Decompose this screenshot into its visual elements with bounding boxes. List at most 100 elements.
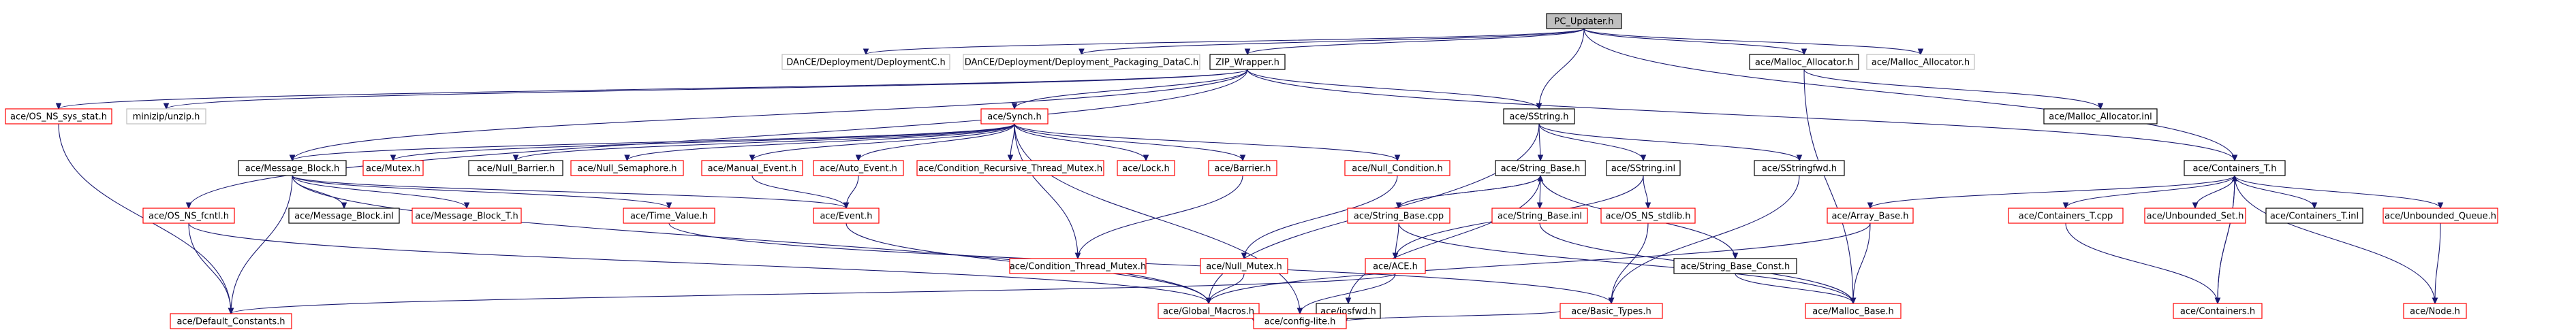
node-global-macros[interactable]: ace/Global_Macros.h [1158,303,1260,319]
edge-line [515,123,1015,161]
node-null-semaphore[interactable]: ace/Null_Semaphore.h [570,160,684,176]
node-label: ace/Lock.h [1122,164,1170,174]
node-message-block-inl[interactable]: ace/Message_Block.inl [288,208,400,224]
edge-containers-t-h-to-node [2234,175,2438,305]
edge-synch-to-lock [1014,123,1149,162]
node-containers-h[interactable]: ace/Containers.h [2173,303,2263,319]
edge-line [1583,28,1921,55]
node-synch[interactable]: ace/Synch.h [980,108,1049,125]
node-malloc-allocator-inl[interactable]: ace/Malloc_Allocator.inl [2043,108,2158,125]
node-containers-t-cpp[interactable]: ace/Containers_T.cpp [2008,208,2124,224]
node-cond-thread-mutex[interactable]: ace/Condition_Thread_Mutex.h [1009,258,1147,274]
node-event[interactable]: ace/Event.h [813,208,880,224]
node-string-base-cpp[interactable]: ace/String_Base.cpp [1347,208,1450,224]
node-sstringfwd[interactable]: ace/SStringfwd.h [1754,160,1845,176]
node-deploymentc[interactable]: DAnCE/Deployment/DeploymentC.h [781,54,950,70]
node-label: ace/String_Base.h [1501,164,1581,174]
edge-unbounded-queue-to-node [2432,222,2441,305]
node-lock[interactable]: ace/Lock.h [1117,160,1175,176]
node-string-base-const[interactable]: ace/String_Base_Const.h [1673,258,1797,274]
node-time-value[interactable]: ace/Time_Value.h [623,208,715,224]
node-containers-t-h[interactable]: ace/Containers_T.h [2184,160,2286,176]
edge-arrowhead [1239,154,1246,162]
node-null-mutex[interactable]: ace/Null_Mutex.h [1200,258,1288,274]
node-ace-h[interactable]: ace/ACE.h [1365,258,1426,274]
node-os-ns-stdlib[interactable]: ace/OS_NS_stdlib.h [1600,208,1696,224]
node-null-condition[interactable]: ace/Null_Condition.h [1344,160,1450,176]
edge-zip-wrapper-to-synch [1011,69,1248,110]
node-null-barrier[interactable]: ace/Null_Barrier.h [468,160,563,176]
node-pc-updater[interactable]: PC_Updater.h [1546,13,1622,29]
edge-containers-t-h-to-containers-t-cpp [2062,175,2235,210]
edge-arrowhead [1011,103,1018,110]
node-layer: PC_Updater.hDAnCE/Deployment/DeploymentC… [5,13,2498,329]
node-message-block[interactable]: ace/Message_Block.h [238,160,347,176]
node-array-base[interactable]: ace/Array_Base.h [1827,208,1914,224]
node-label: ace/Message_Block.h [245,164,340,174]
node-unbounded-set[interactable]: ace/Unbounded_Set.h [2144,208,2246,224]
node-default-constants[interactable]: ace/Default_Constants.h [170,313,292,329]
edge-arrowhead [1244,48,1251,56]
node-sstring-inl[interactable]: ace/SString.inl [1606,160,1681,176]
node-packaging-datac[interactable]: DAnCE/Deployment/Deployment_Packaging_Da… [963,54,1200,70]
edge-line [1299,273,1396,314]
node-os-ns-fcntl[interactable]: ace/OS_NS_fcntl.h [142,208,235,224]
node-minizip[interactable]: minizip/unzip.h [126,108,206,125]
node-label: ace/Synch.h [987,112,1041,122]
edge-line [1583,28,2235,161]
node-malloc-base[interactable]: ace/Malloc_Base.h [1805,303,1902,319]
edge-line [1869,175,2235,209]
node-label: ace/Null_Semaphore.h [578,164,677,174]
node-basic-types[interactable]: ace/Basic_Types.h [1559,303,1663,319]
node-malloc-allocator-h[interactable]: ace/Malloc_Allocator.h [1749,54,1859,70]
edge-line [1014,123,1301,314]
node-label: ace/Malloc_Allocator.inl [2049,112,2152,122]
edge-arrowhead [863,48,869,56]
edge-arrowhead [341,202,347,210]
node-containers-t-inl[interactable]: ace/Containers_T.inl [2265,208,2363,224]
edge-line [230,175,293,314]
node-box [1503,108,1575,125]
node-auto-event[interactable]: ace/Auto_Event.h [813,160,904,176]
node-string-base-inl[interactable]: ace/String_Base.inl [1491,208,1588,224]
edge-zip-wrapper-to-minizip [163,69,1248,110]
node-box [701,160,803,176]
edge-array-base-to-malloc-base [1850,222,1871,305]
node-cond-recursive[interactable]: ace/Condition_Recursive_Thread_Mutex.h [916,160,1104,176]
edge-line [1583,28,1805,55]
edge-zip-wrapper-to-message-block [289,69,1248,162]
edge-synch-to-barrier [1014,123,1246,162]
edge-arrowhead [1297,308,1303,315]
node-message-block-t[interactable]: ace/Message_Block_T.h [412,208,522,224]
node-sstring[interactable]: ace/SString.h [1503,108,1575,125]
edge-line [751,123,1015,161]
edge-malloc-allocator-h-to-malloc-allocator-inl [1803,69,2104,110]
node-box [781,54,950,70]
node-mutex[interactable]: ace/Mutex.h [362,160,424,176]
node-label: ace/Containers_T.inl [2270,212,2359,222]
node-label: ace/Array_Base.h [1831,212,1908,222]
node-os-ns-sys-stat[interactable]: ace/OS_NS_sys_stat.h [5,108,112,125]
node-node[interactable]: ace/Node.h [2403,303,2467,319]
edge-arrowhead [463,202,470,210]
node-label: DAnCE/Deployment/DeploymentC.h [786,58,945,68]
edge-containers-h-to-containers-t-h [2217,174,2238,304]
edge-pc-updater-to-malloc-allocator-h [1583,28,1807,56]
edge-arrowhead [1537,154,1544,162]
edge-line [1348,175,1541,304]
node-barrier[interactable]: ace/Barrier.h [1208,160,1277,176]
node-label: ace/Unbounded_Queue.h [2385,212,2496,222]
node-unbounded-queue[interactable]: ace/Unbounded_Queue.h [2383,208,2498,224]
edge-synch-to-mutex [390,123,1015,162]
edge-line [1243,175,1398,259]
node-string-base-h[interactable]: ace/String_Base.h [1495,160,1586,176]
node-malloc-allocator-grey[interactable]: ace/Malloc_Allocator.h [1866,54,1975,70]
node-box [1253,313,1347,329]
node-config-lite[interactable]: ace/config-lite.h [1253,313,1347,329]
node-zip-wrapper[interactable]: ZIP_Wrapper.h [1209,54,1286,70]
edge-line [1803,69,2101,110]
node-manual-event[interactable]: ace/Manual_Event.h [701,160,803,176]
node-box [1365,258,1426,274]
node-box [1208,160,1277,176]
edge-arrowhead [1917,48,1924,56]
